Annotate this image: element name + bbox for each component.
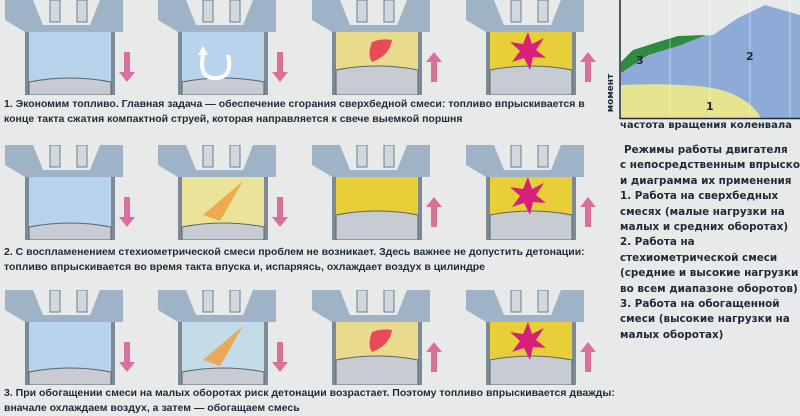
legend-line: стехиометрической смеси bbox=[620, 251, 778, 264]
modes-legend: Режимы работы двигателя с непосредственны… bbox=[620, 143, 800, 343]
arrow-up-icon bbox=[580, 197, 596, 227]
arrow-up-icon bbox=[426, 342, 442, 372]
arrow-up-icon bbox=[580, 342, 596, 372]
caption-line: топливо впрыскивается во время такта впу… bbox=[4, 261, 486, 273]
caption-line: 1. Экономим топливо. Главная задача — об… bbox=[4, 98, 585, 110]
region-label-1: 1 bbox=[706, 100, 714, 113]
arrow-down-icon bbox=[119, 342, 135, 372]
detonation-star-icon bbox=[510, 322, 546, 360]
legend-line: 3. Работа на обогащенной bbox=[620, 298, 780, 311]
engine-panel bbox=[312, 145, 447, 240]
arrow-up-icon bbox=[426, 197, 442, 227]
x-axis-label: частота вращения коленвала bbox=[620, 120, 792, 131]
engine-panel bbox=[5, 290, 140, 385]
legend-line: смеси (высокие нагрузки на bbox=[620, 313, 790, 326]
region-1-lean bbox=[621, 84, 761, 118]
legend-line: Режимы работы двигателя bbox=[624, 144, 788, 156]
arrow-up-icon bbox=[580, 52, 596, 82]
arrow-down-icon bbox=[272, 342, 288, 372]
row-caption: 1. Экономим топливо. Главная задача — об… bbox=[4, 97, 585, 127]
arrow-down-icon bbox=[272, 197, 288, 227]
arrow-up-icon bbox=[426, 52, 442, 82]
y-axis-label: момент bbox=[606, 73, 617, 113]
engine-panel bbox=[312, 290, 447, 385]
arrow-down-icon bbox=[272, 52, 288, 82]
legend-line: 1. Работа на сверхбедных bbox=[620, 190, 779, 203]
region-label-2: 2 bbox=[746, 50, 754, 63]
region-3-rich bbox=[621, 35, 706, 73]
region-label-3: 3 bbox=[636, 54, 644, 67]
engine-panel bbox=[158, 290, 293, 385]
row-caption: 3. При обогащении смеси на малых оборота… bbox=[4, 386, 615, 416]
caption-line: конце такта сжатия компактной струей, ко… bbox=[4, 113, 463, 125]
engine-panel bbox=[312, 0, 447, 95]
caption-line: вначале охлаждаем воздух, а затем — обог… bbox=[4, 402, 300, 414]
engine-panel bbox=[466, 145, 601, 240]
row-caption: 2. С воспламенением стехиометрической см… bbox=[4, 245, 585, 275]
legend-line: смесях (малые нагрузки на bbox=[620, 205, 785, 218]
legend-line: и диаграмма их применения bbox=[620, 174, 792, 187]
modes-chart: 1 2 3 bbox=[618, 0, 800, 120]
engine-panel bbox=[158, 0, 293, 95]
arrow-down-icon bbox=[119, 52, 135, 82]
engine-panel bbox=[158, 145, 293, 240]
engine-panel bbox=[466, 290, 601, 385]
legend-line: во всем диапазоне оборотов) bbox=[620, 282, 798, 295]
engine-panel bbox=[466, 0, 601, 95]
detonation-star-icon bbox=[510, 32, 546, 70]
detonation-star-icon bbox=[510, 177, 546, 215]
legend-line: малых и средних оборотах) bbox=[620, 221, 789, 234]
caption-line: 2. С воспламенением стехиометрической см… bbox=[4, 246, 585, 258]
legend-line: с непосредственным впрыском bbox=[620, 159, 800, 172]
legend-line: (средние и высокие нагрузки bbox=[620, 267, 799, 280]
legend-line: 2. Работа на bbox=[620, 236, 695, 249]
arrow-down-icon bbox=[119, 197, 135, 227]
engine-panel bbox=[5, 0, 140, 95]
legend-line: малых оборотах) bbox=[620, 328, 724, 341]
engine-panel bbox=[5, 145, 140, 240]
caption-line: 3. При обогащении смеси на малых оборота… bbox=[4, 387, 615, 399]
